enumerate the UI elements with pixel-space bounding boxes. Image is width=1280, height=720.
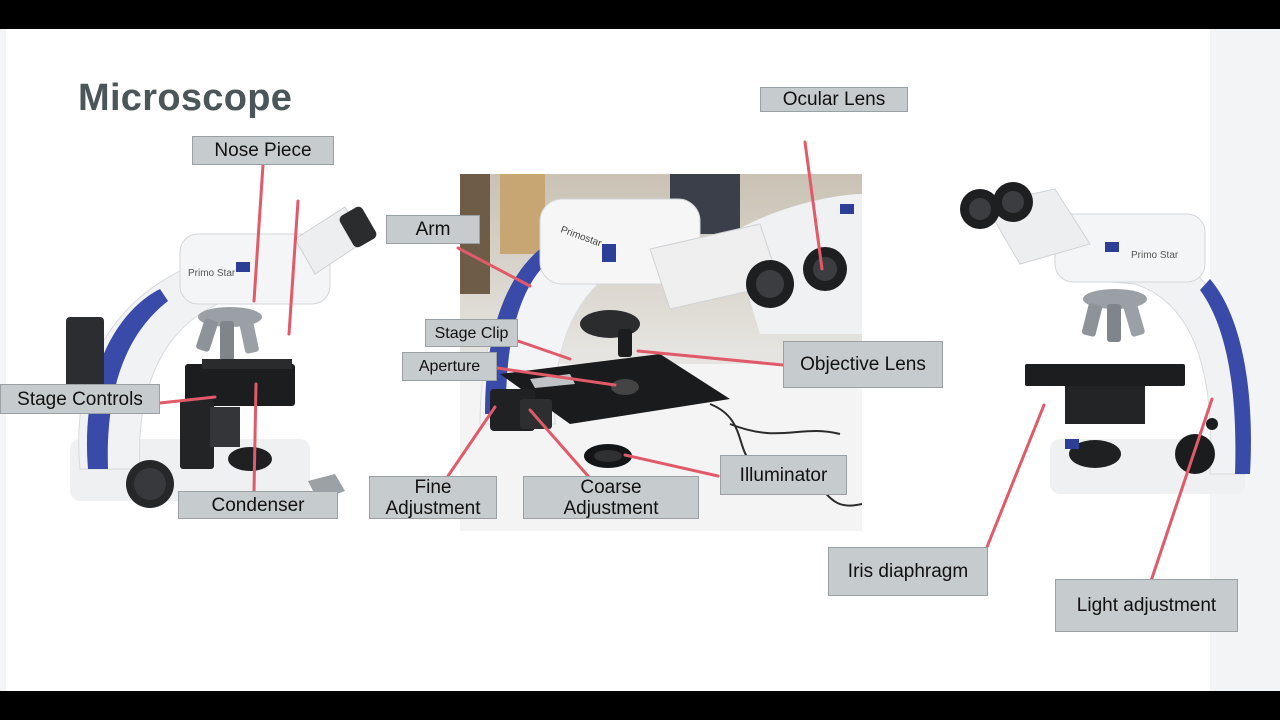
label-aperture: Aperture (402, 352, 497, 381)
left-microscope-image: Primo Star (66, 206, 377, 508)
label-fine-adjustment: Fine Adjustment (369, 476, 497, 519)
label-nose-piece: Nose Piece (192, 136, 334, 165)
label-illuminator: Illuminator (720, 455, 847, 495)
label-iris-diaphragm: Iris diaphragm (828, 547, 988, 596)
label-light-adjustment: Light adjustment (1055, 579, 1238, 632)
slide-title: Microscope (78, 77, 293, 119)
label-condenser: Condenser (178, 491, 338, 519)
label-coarse-adjustment: Coarse Adjustment (523, 476, 699, 519)
letterbox-bottom (0, 691, 1280, 720)
label-objective-lens: Objective Lens (783, 341, 943, 388)
label-stage-controls: Stage Controls (0, 384, 160, 414)
letterbox-top (0, 0, 1280, 29)
left-model-text: Primo Star (188, 268, 236, 279)
slide-edge-left (0, 29, 6, 691)
slide: Microscope Primo Star (0, 29, 1280, 691)
label-arm: Arm (386, 215, 480, 244)
label-stage-clip: Stage Clip (425, 319, 518, 347)
label-ocular-lens: Ocular Lens (760, 87, 908, 112)
right-model-text: Primo Star (1131, 250, 1179, 261)
right-microscope-image: Primo Star (960, 182, 1251, 494)
